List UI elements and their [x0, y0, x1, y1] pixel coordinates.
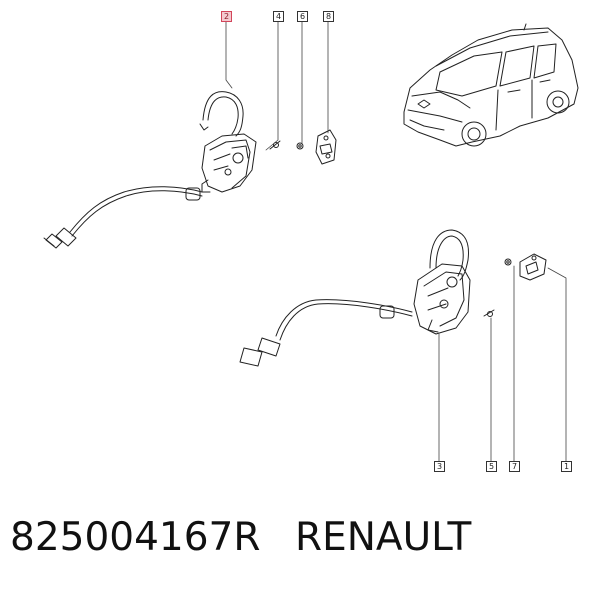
callout-2: 2 — [221, 11, 232, 22]
part-number: 825004167R — [10, 515, 261, 560]
car-illustration — [403, 23, 579, 147]
callout-3: 3 — [434, 461, 445, 472]
leader-lines — [225, 21, 567, 462]
callout-7: 7 — [509, 461, 520, 472]
callout-4: 4 — [273, 11, 284, 22]
callout-1: 1 — [561, 461, 572, 472]
lower-lock-assembly — [239, 229, 547, 367]
callout-6: 6 — [297, 11, 308, 22]
brand-name: RENAULT — [295, 515, 472, 560]
callout-8: 8 — [323, 11, 334, 22]
callout-5: 5 — [486, 461, 497, 472]
upper-lock-assembly — [43, 91, 337, 249]
